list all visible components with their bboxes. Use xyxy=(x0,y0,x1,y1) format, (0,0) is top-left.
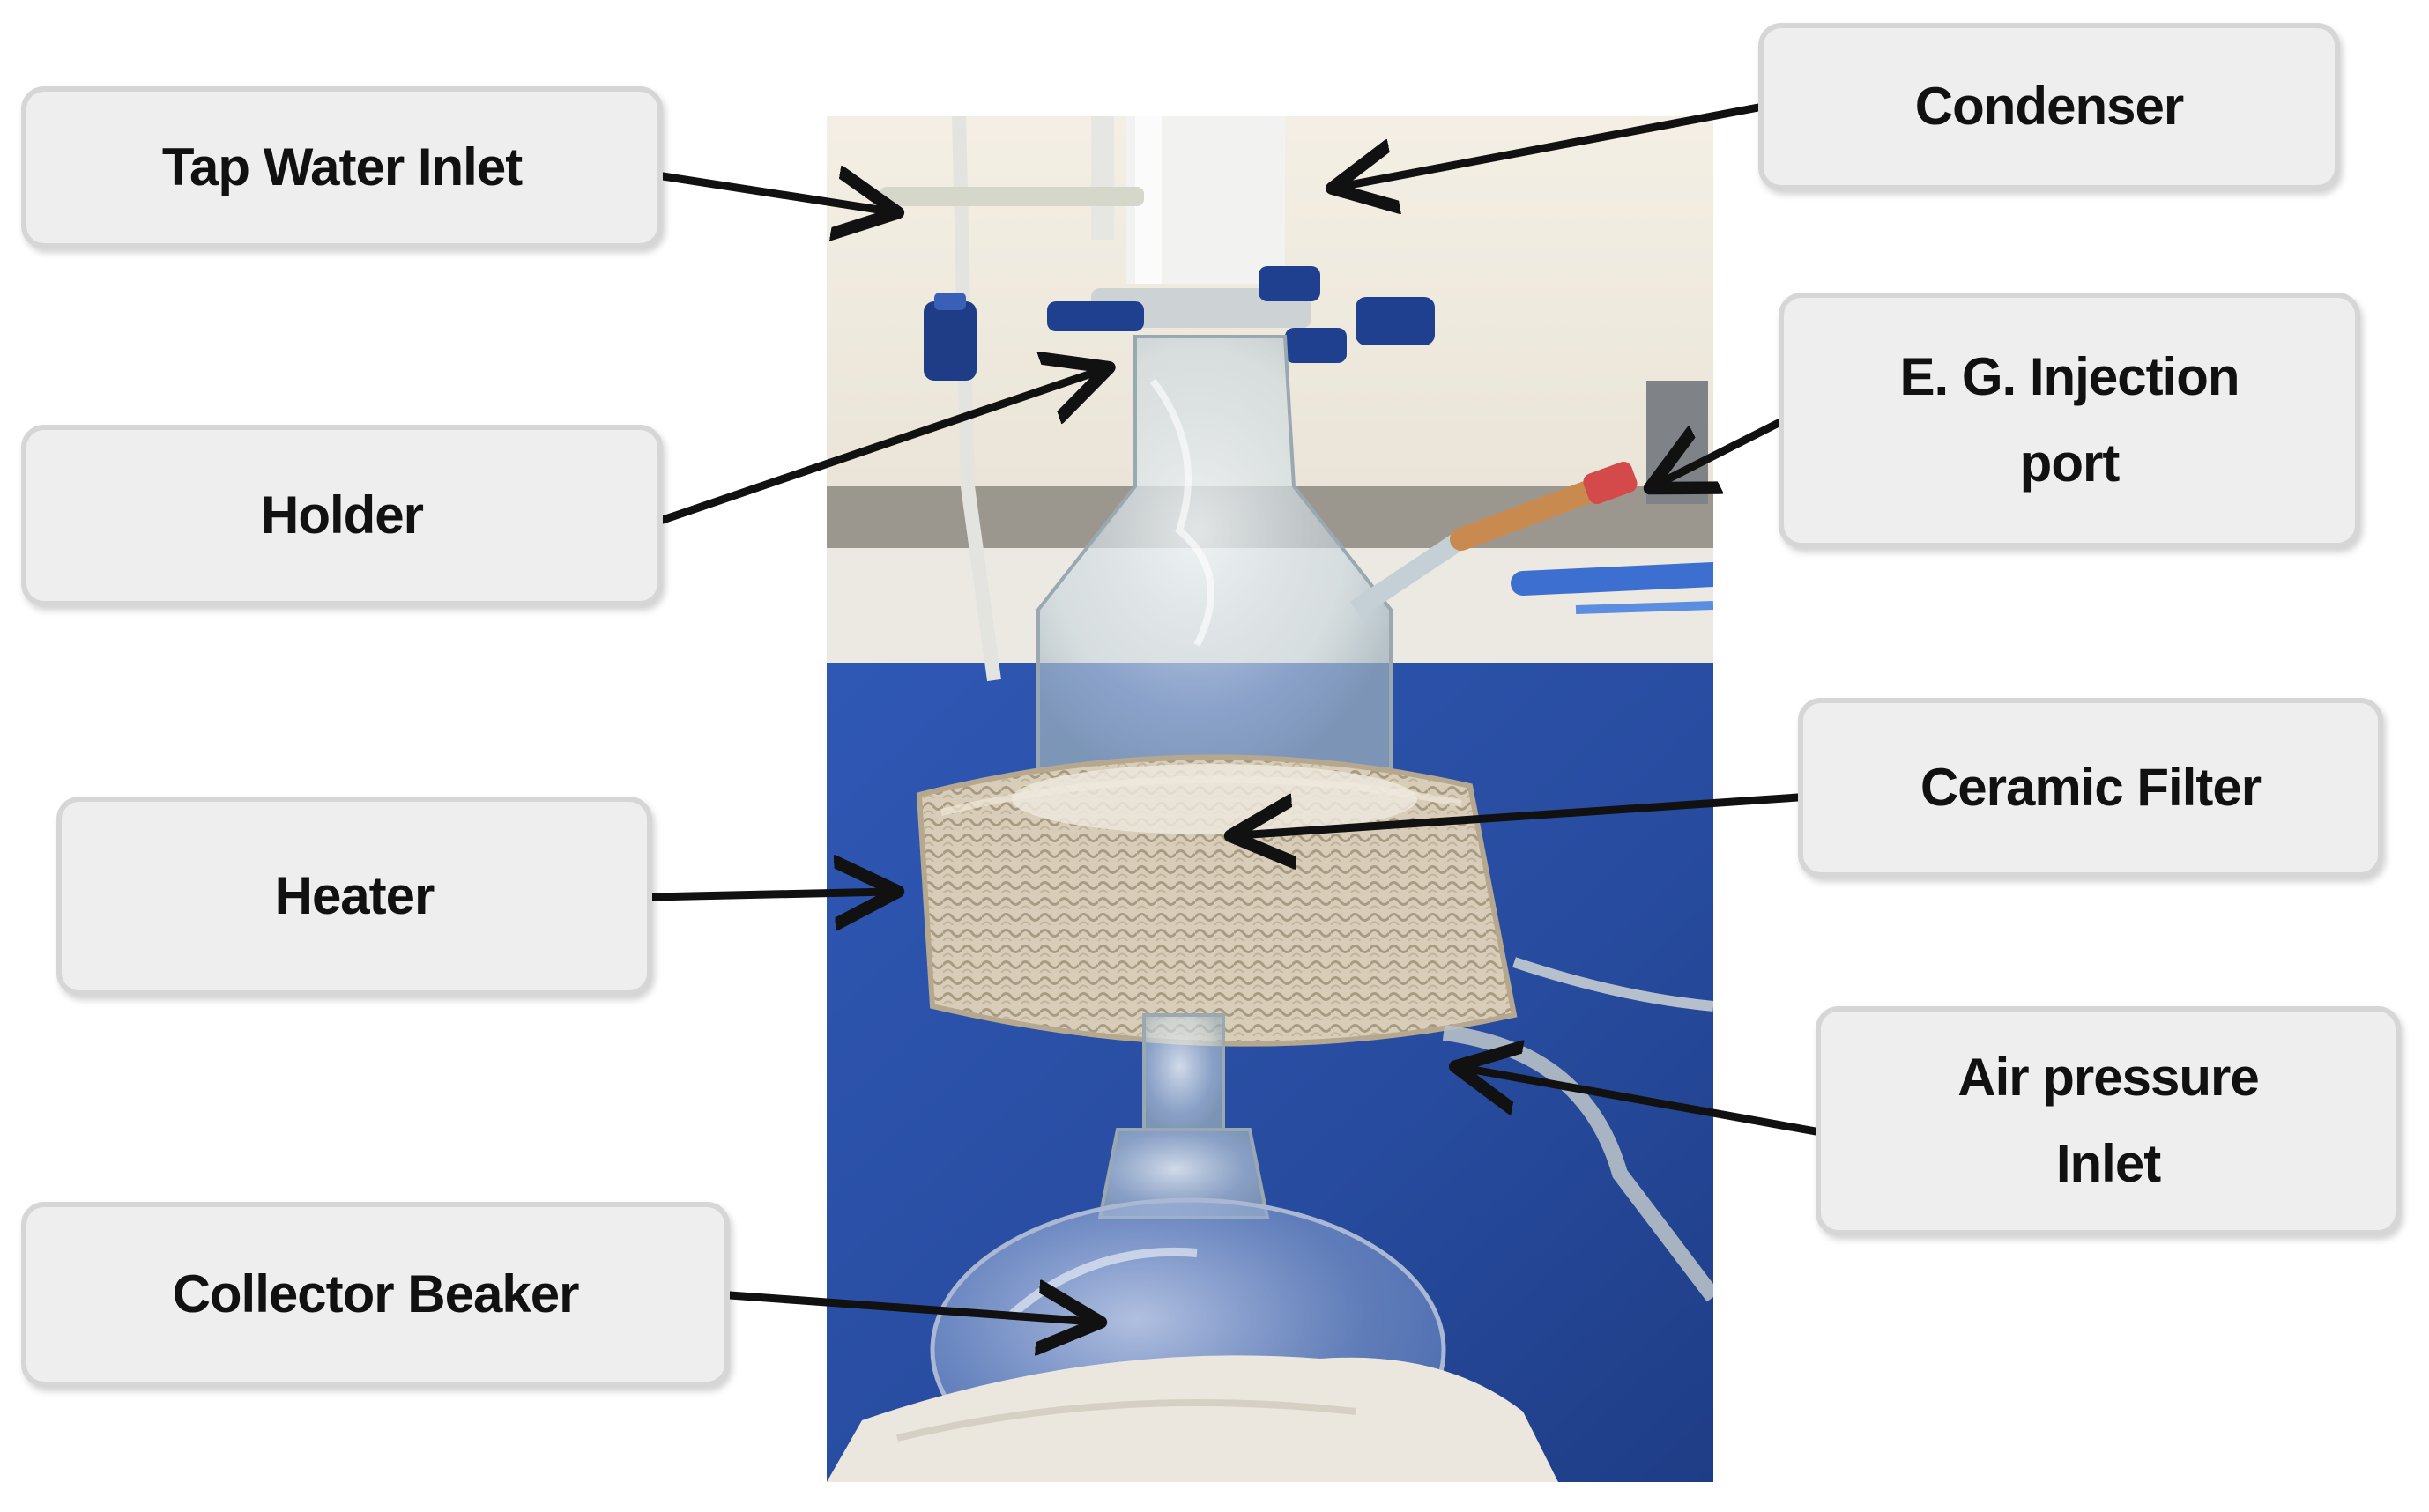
label-heater-text: Heater xyxy=(274,866,435,925)
arrow-air-pressure-inlet xyxy=(1463,1068,1820,1136)
label-collector-beaker-text: Collector Beaker xyxy=(172,1264,580,1323)
arrow-heater xyxy=(648,892,890,897)
arrow-holder xyxy=(658,370,1102,524)
arrow-condenser xyxy=(1340,103,1763,187)
label-eg-injection-port-text: E. G. Injection port xyxy=(1899,347,2240,493)
label-tap-water-inlet: Tap Water Inlet xyxy=(21,86,663,248)
label-holder: Holder xyxy=(21,425,663,606)
arrow-collector-beaker xyxy=(725,1295,1093,1322)
arrow-ceramic-filter xyxy=(1238,793,1802,835)
label-ceramic-filter: Ceramic Filter xyxy=(1798,698,2383,878)
label-eg-injection-port: E. G. Injection port xyxy=(1779,293,2360,548)
label-condenser: Condenser xyxy=(1758,23,2340,190)
label-air-pressure-inlet-text: Air pressure Inlet xyxy=(1957,1048,2259,1193)
arrow-tap-water-inlet xyxy=(658,176,890,211)
label-condenser-text: Condenser xyxy=(1914,77,2184,136)
label-air-pressure-inlet: Air pressure Inlet xyxy=(1816,1006,2401,1235)
label-holder-text: Holder xyxy=(260,485,424,545)
label-ceramic-filter-text: Ceramic Filter xyxy=(1920,758,2262,817)
label-tap-water-inlet-text: Tap Water Inlet xyxy=(161,137,523,196)
arrow-eg-injection-port xyxy=(1657,419,1783,485)
label-heater: Heater xyxy=(56,797,652,996)
label-collector-beaker: Collector Beaker xyxy=(21,1202,730,1387)
